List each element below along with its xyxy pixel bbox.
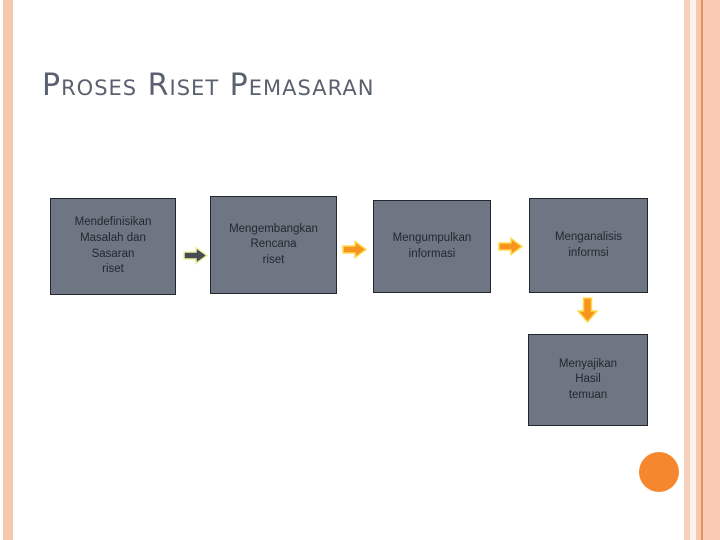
right-edge-stripe-accent xyxy=(701,0,703,540)
circle-decoration xyxy=(639,452,679,492)
flow-box-present-findings: Menyajikan Hasil temuan xyxy=(528,334,648,426)
flow-box-collect-information: Mengumpulkan informasi xyxy=(373,200,491,293)
right-edge-stripe-1 xyxy=(684,0,690,540)
flow-box-develop-plan: Mengembangkan Rencana riset xyxy=(210,196,337,294)
flow-box-label: Mengembangkan Rencana riset xyxy=(229,222,318,266)
flow-box-label: Mendefinisikan Masalah dan Sasaran riset xyxy=(74,216,152,276)
flow-box-analyze-information: Menganalisis informsi xyxy=(529,198,648,293)
left-edge-stripe xyxy=(3,0,13,540)
right-edge-stripe-3 xyxy=(696,0,701,540)
arrow-right-icon xyxy=(498,237,523,256)
flow-box-label: Mengumpulkan informasi xyxy=(392,231,472,260)
arrow-right-icon xyxy=(342,240,367,259)
right-edge-stripe-2 xyxy=(690,0,696,540)
flow-box-define-problem: Mendefinisikan Masalah dan Sasaran riset xyxy=(50,198,176,295)
arrow-right-icon xyxy=(183,246,208,265)
flow-box-label: Menyajikan Hasil temuan xyxy=(558,357,618,401)
right-edge-stripe-band xyxy=(703,0,720,540)
arrow-down-icon xyxy=(577,297,598,323)
flow-box-label: Menganalisis informsi xyxy=(554,230,623,259)
slide-title: Proses Riset Pemasaran xyxy=(42,68,375,103)
